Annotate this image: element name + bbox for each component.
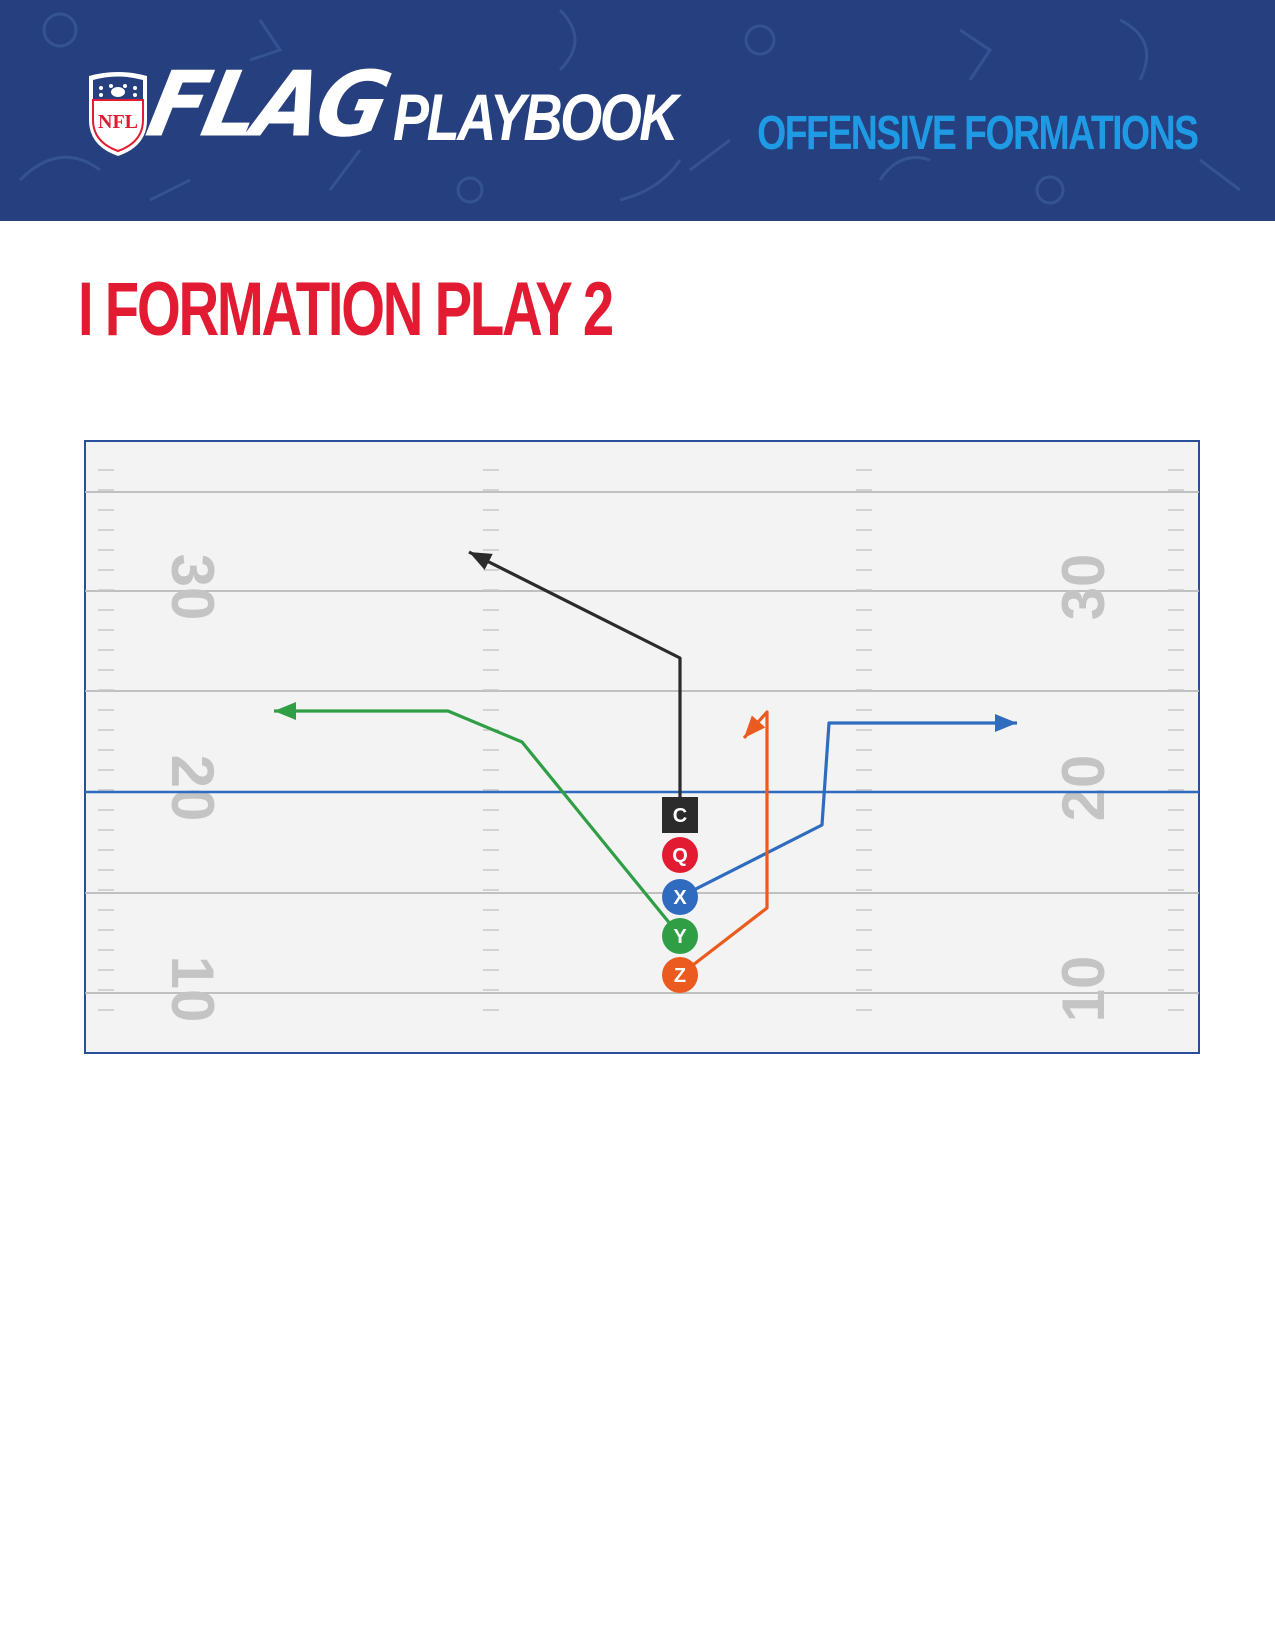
player-x: X (662, 879, 698, 915)
yard-numbers: 30 30 20 20 10 10 (159, 554, 1117, 1023)
player-label: Z (674, 965, 686, 987)
yard-number: 30 (1050, 554, 1117, 621)
routes (274, 550, 1017, 977)
route-arrowhead (469, 552, 493, 570)
yard-number: 30 (159, 554, 226, 621)
page-title: I FORMATION PLAY 2 (78, 267, 614, 352)
route-arrowhead (995, 714, 1017, 732)
section-label: OFFENSIVE FORMATIONS (756, 107, 1199, 160)
banner-pattern (18, 8, 1241, 205)
nfl-shield-icon: NFL (89, 72, 147, 156)
nfl-logo-text: NFL (98, 111, 138, 133)
header-banner: NFL FLAG PLAYBOOK OFFENSIVE FORMATIONS (0, 0, 1275, 221)
player-label: C (673, 805, 687, 827)
yard-number: 20 (159, 755, 226, 822)
player-z: Z (662, 957, 698, 993)
yard-lines (85, 491, 1199, 994)
route-arrowhead (744, 715, 766, 738)
player-label: Y (673, 926, 687, 948)
player-q: Q (662, 837, 698, 873)
yard-number: 10 (1050, 956, 1117, 1023)
brand-playbook: PLAYBOOK (393, 80, 678, 154)
field-background (84, 440, 1200, 1054)
brand-flag: FLAG (138, 52, 396, 158)
yard-number: 10 (159, 956, 226, 1023)
player-c: C (662, 797, 698, 833)
route-arrowhead (274, 702, 296, 720)
player-label: Q (672, 845, 688, 867)
yard-number: 20 (1050, 755, 1117, 822)
hash-marks (98, 469, 1184, 1011)
route-y (274, 709, 682, 938)
route-x (679, 721, 1017, 899)
route-c (468, 550, 682, 797)
player-label: X (673, 887, 687, 909)
player-y: Y (662, 918, 698, 954)
